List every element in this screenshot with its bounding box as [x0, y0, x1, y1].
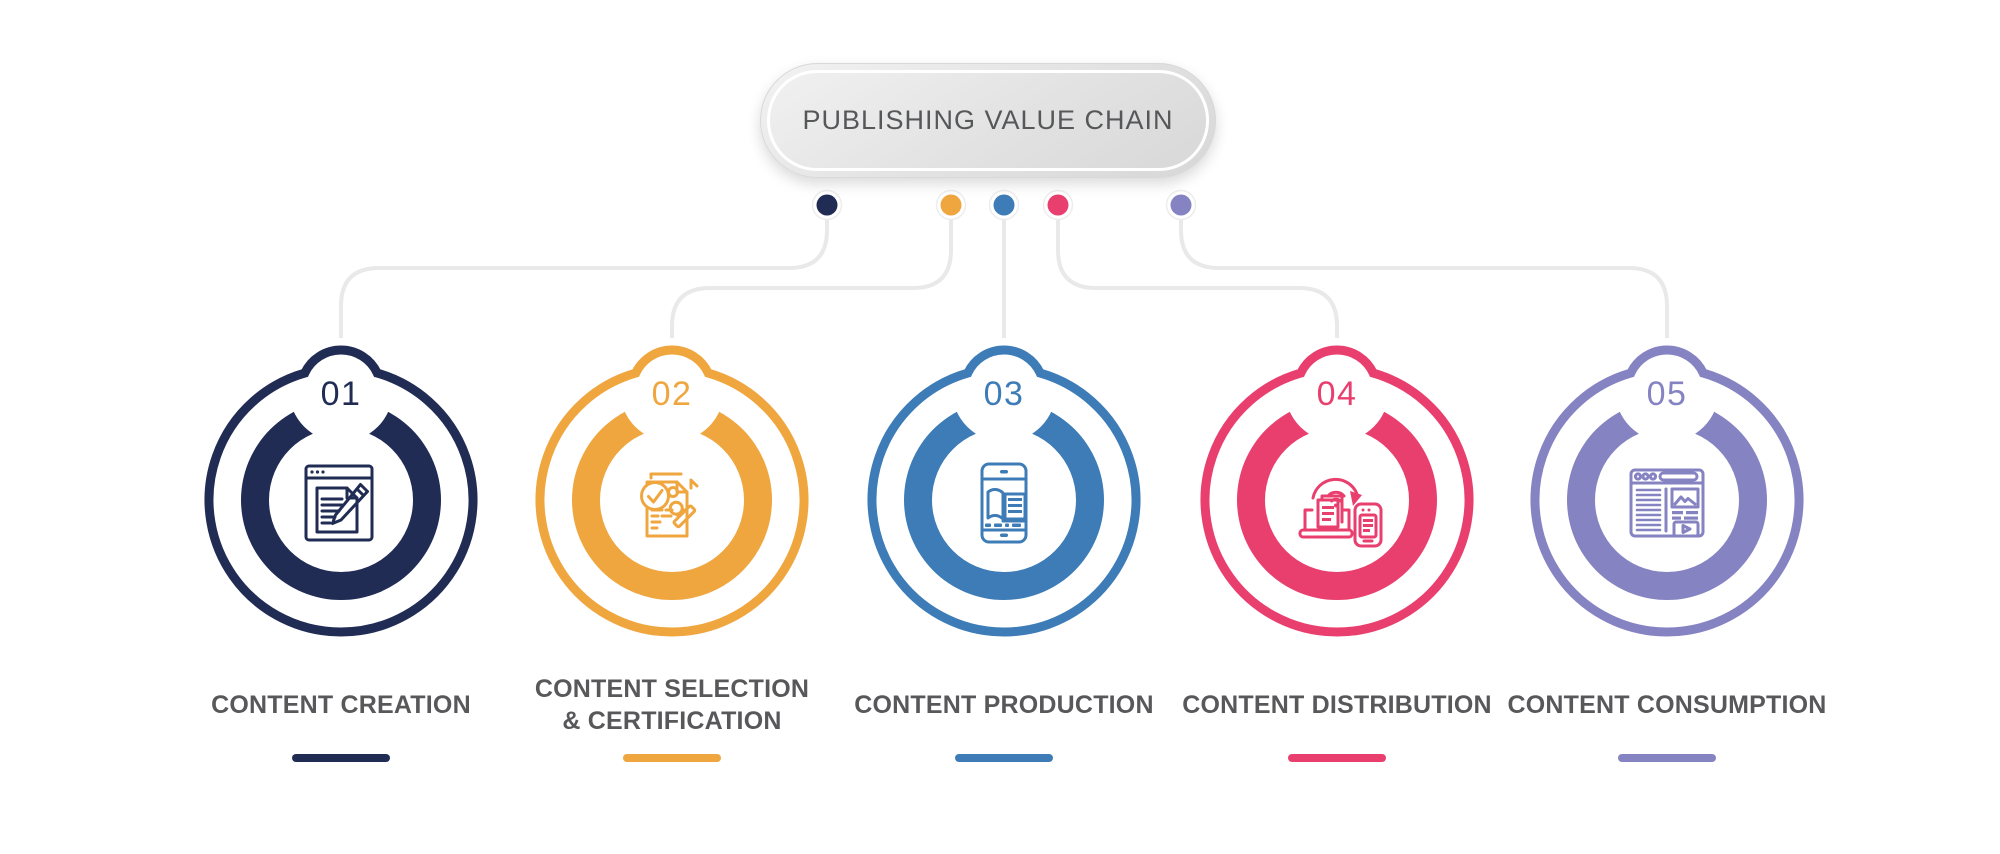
- connector-line: [670, 205, 953, 351]
- ebook-reader-icon: [980, 462, 1028, 544]
- step-outline: [204, 345, 478, 637]
- step-outline: [1200, 345, 1474, 637]
- step-circle: [535, 338, 809, 637]
- step-circle: [1200, 338, 1474, 637]
- step-dot: [816, 194, 838, 216]
- step-dot: [993, 194, 1015, 216]
- publishing-value-chain-pill: PUBLISHING VALUE CHAIN: [760, 63, 1216, 178]
- step-dot: [1170, 194, 1192, 216]
- step-outline: [1530, 345, 1804, 637]
- connector-line: [1056, 205, 1339, 351]
- step-dot: [940, 194, 962, 216]
- document-check-stamp-icon: [640, 472, 699, 538]
- step-ring-hole: [600, 428, 744, 572]
- webpage-media-icon: [1629, 468, 1705, 538]
- step-circle: [1530, 338, 1804, 637]
- pill-title: PUBLISHING VALUE CHAIN: [802, 105, 1174, 135]
- connector-line: [1179, 205, 1669, 351]
- step-circle: [204, 338, 478, 637]
- devices-sync-icon: [1298, 477, 1383, 548]
- step-outline: [867, 345, 1141, 637]
- webpage-edit-pencil-icon: [304, 464, 374, 542]
- step-outline: [535, 345, 809, 637]
- step-circle: [867, 338, 1141, 637]
- step-dot: [1047, 194, 1069, 216]
- connector-line: [339, 205, 829, 351]
